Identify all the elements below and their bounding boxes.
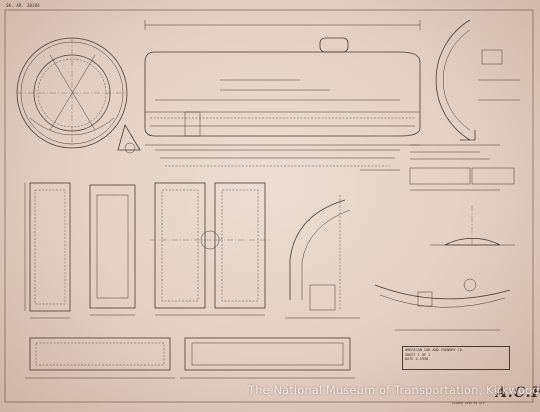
museum-watermark: The National Museum of Transportation, K… [248, 383, 540, 397]
sheet-panel-pair [150, 182, 270, 316]
sheet-border [4, 9, 534, 403]
tank-end-view [16, 37, 141, 154]
title-block-line: SHEET 1 OF 1 [405, 352, 431, 357]
tank-half-section [435, 19, 520, 141]
sill-detail [374, 278, 511, 331]
semicircle-detail [430, 205, 515, 246]
footer-note: ISSUED 1930 BY ACF [452, 401, 485, 405]
title-block: AMERICAN CAR AND FOUNDRY CO. SHEET 1 OF … [402, 346, 510, 370]
bottom-plate-view [25, 337, 175, 379]
notes-block [409, 144, 515, 191]
company-initials: A.C.F. [496, 385, 540, 401]
head-section-view [285, 195, 360, 319]
title-block-line: DATE 4-1930 [405, 357, 429, 361]
title-block-line: AMERICAN CAR AND FOUNDRY CO. [405, 348, 465, 352]
bottom-plate-view-2 [180, 337, 355, 379]
sheet-panel-left [24, 182, 71, 319]
tank-side-view [144, 20, 421, 171]
sheet-number: SK. AR. 30384 [6, 3, 40, 8]
sheet-panel-2 [89, 184, 136, 316]
